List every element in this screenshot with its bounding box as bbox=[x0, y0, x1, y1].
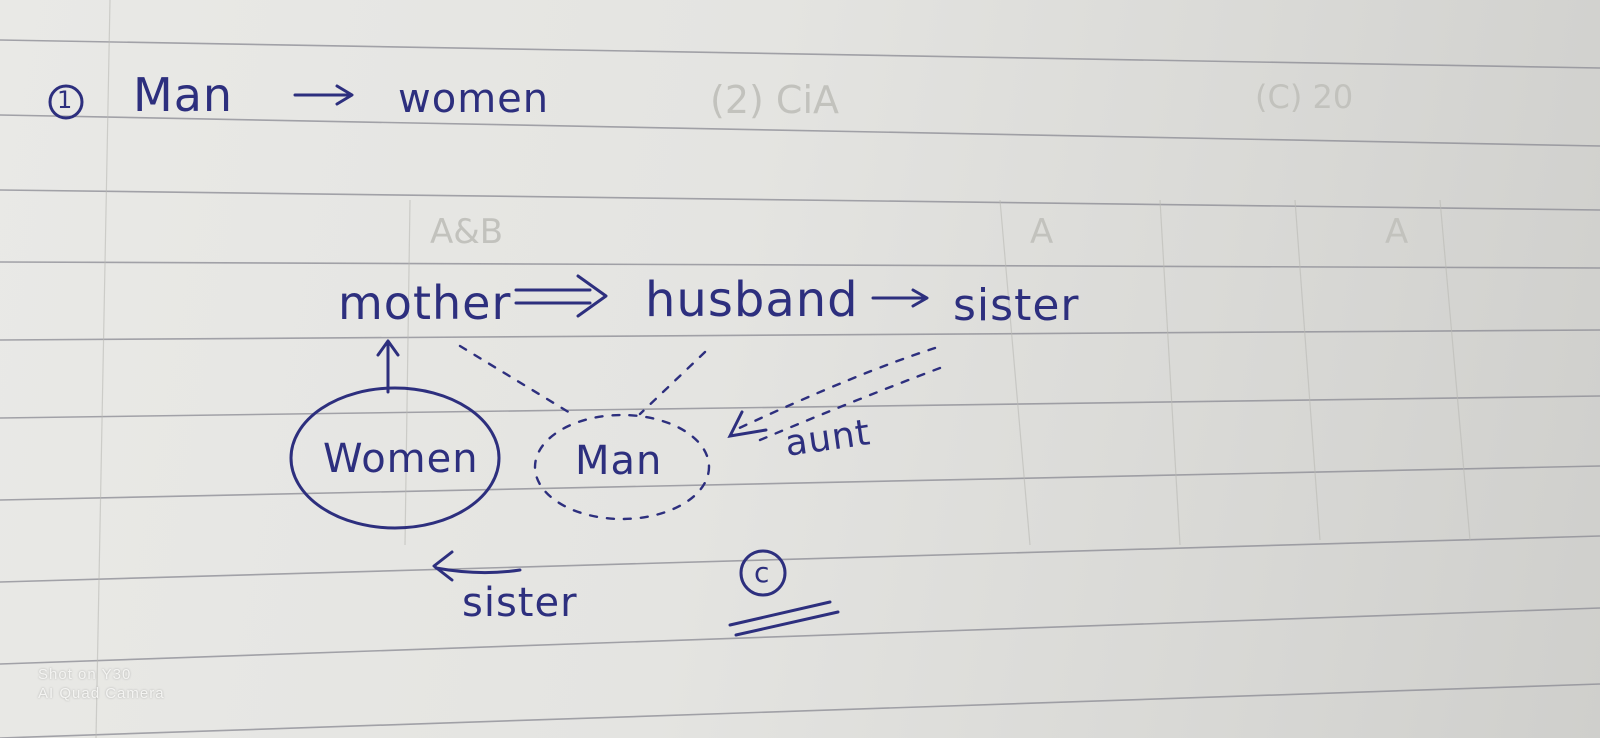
answer-underline bbox=[728, 600, 832, 627]
heading-man: Man bbox=[133, 68, 234, 122]
answer-underline bbox=[734, 610, 840, 637]
label-sister-top: sister bbox=[953, 280, 1080, 331]
show-through-mark: A bbox=[1030, 212, 1054, 252]
question-number-circle bbox=[48, 84, 84, 120]
watermark-line-1: Shot on Y30 bbox=[38, 666, 132, 683]
question-number: 1 bbox=[57, 86, 74, 114]
show-through-mark: A&B bbox=[430, 212, 504, 252]
label-husband: husband bbox=[645, 272, 859, 328]
show-through-mark: (C) 20 bbox=[1255, 78, 1354, 116]
man-dashed-circle bbox=[533, 413, 711, 521]
heading-arrow-icon bbox=[293, 84, 354, 106]
arrow-left-icon bbox=[432, 550, 522, 582]
answer-circle bbox=[739, 549, 787, 597]
arrow-up-icon bbox=[376, 339, 400, 394]
dashed-link bbox=[638, 350, 707, 416]
arrow-head-icon bbox=[727, 410, 768, 438]
show-through-mark: (2) CiA bbox=[710, 78, 839, 122]
heading-women: women bbox=[398, 76, 550, 122]
arrow-right-icon bbox=[871, 288, 929, 308]
label-sister-bottom: sister bbox=[462, 580, 578, 626]
dashed-link bbox=[458, 344, 577, 418]
answer-letter: c bbox=[754, 556, 771, 589]
dashed-link bbox=[758, 366, 942, 442]
show-through-mark: A bbox=[1385, 212, 1409, 252]
label-women-circled: Women bbox=[323, 436, 479, 482]
label-mother: mother bbox=[338, 276, 512, 330]
double-arrow-icon bbox=[514, 274, 608, 318]
label-man: Man bbox=[575, 438, 663, 484]
watermark-line-2: AI Quad Camera bbox=[38, 685, 165, 702]
dashed-link bbox=[733, 346, 937, 432]
women-circle bbox=[289, 386, 501, 530]
camera-watermark: Shot on Y30 AI Quad Camera bbox=[38, 665, 165, 703]
